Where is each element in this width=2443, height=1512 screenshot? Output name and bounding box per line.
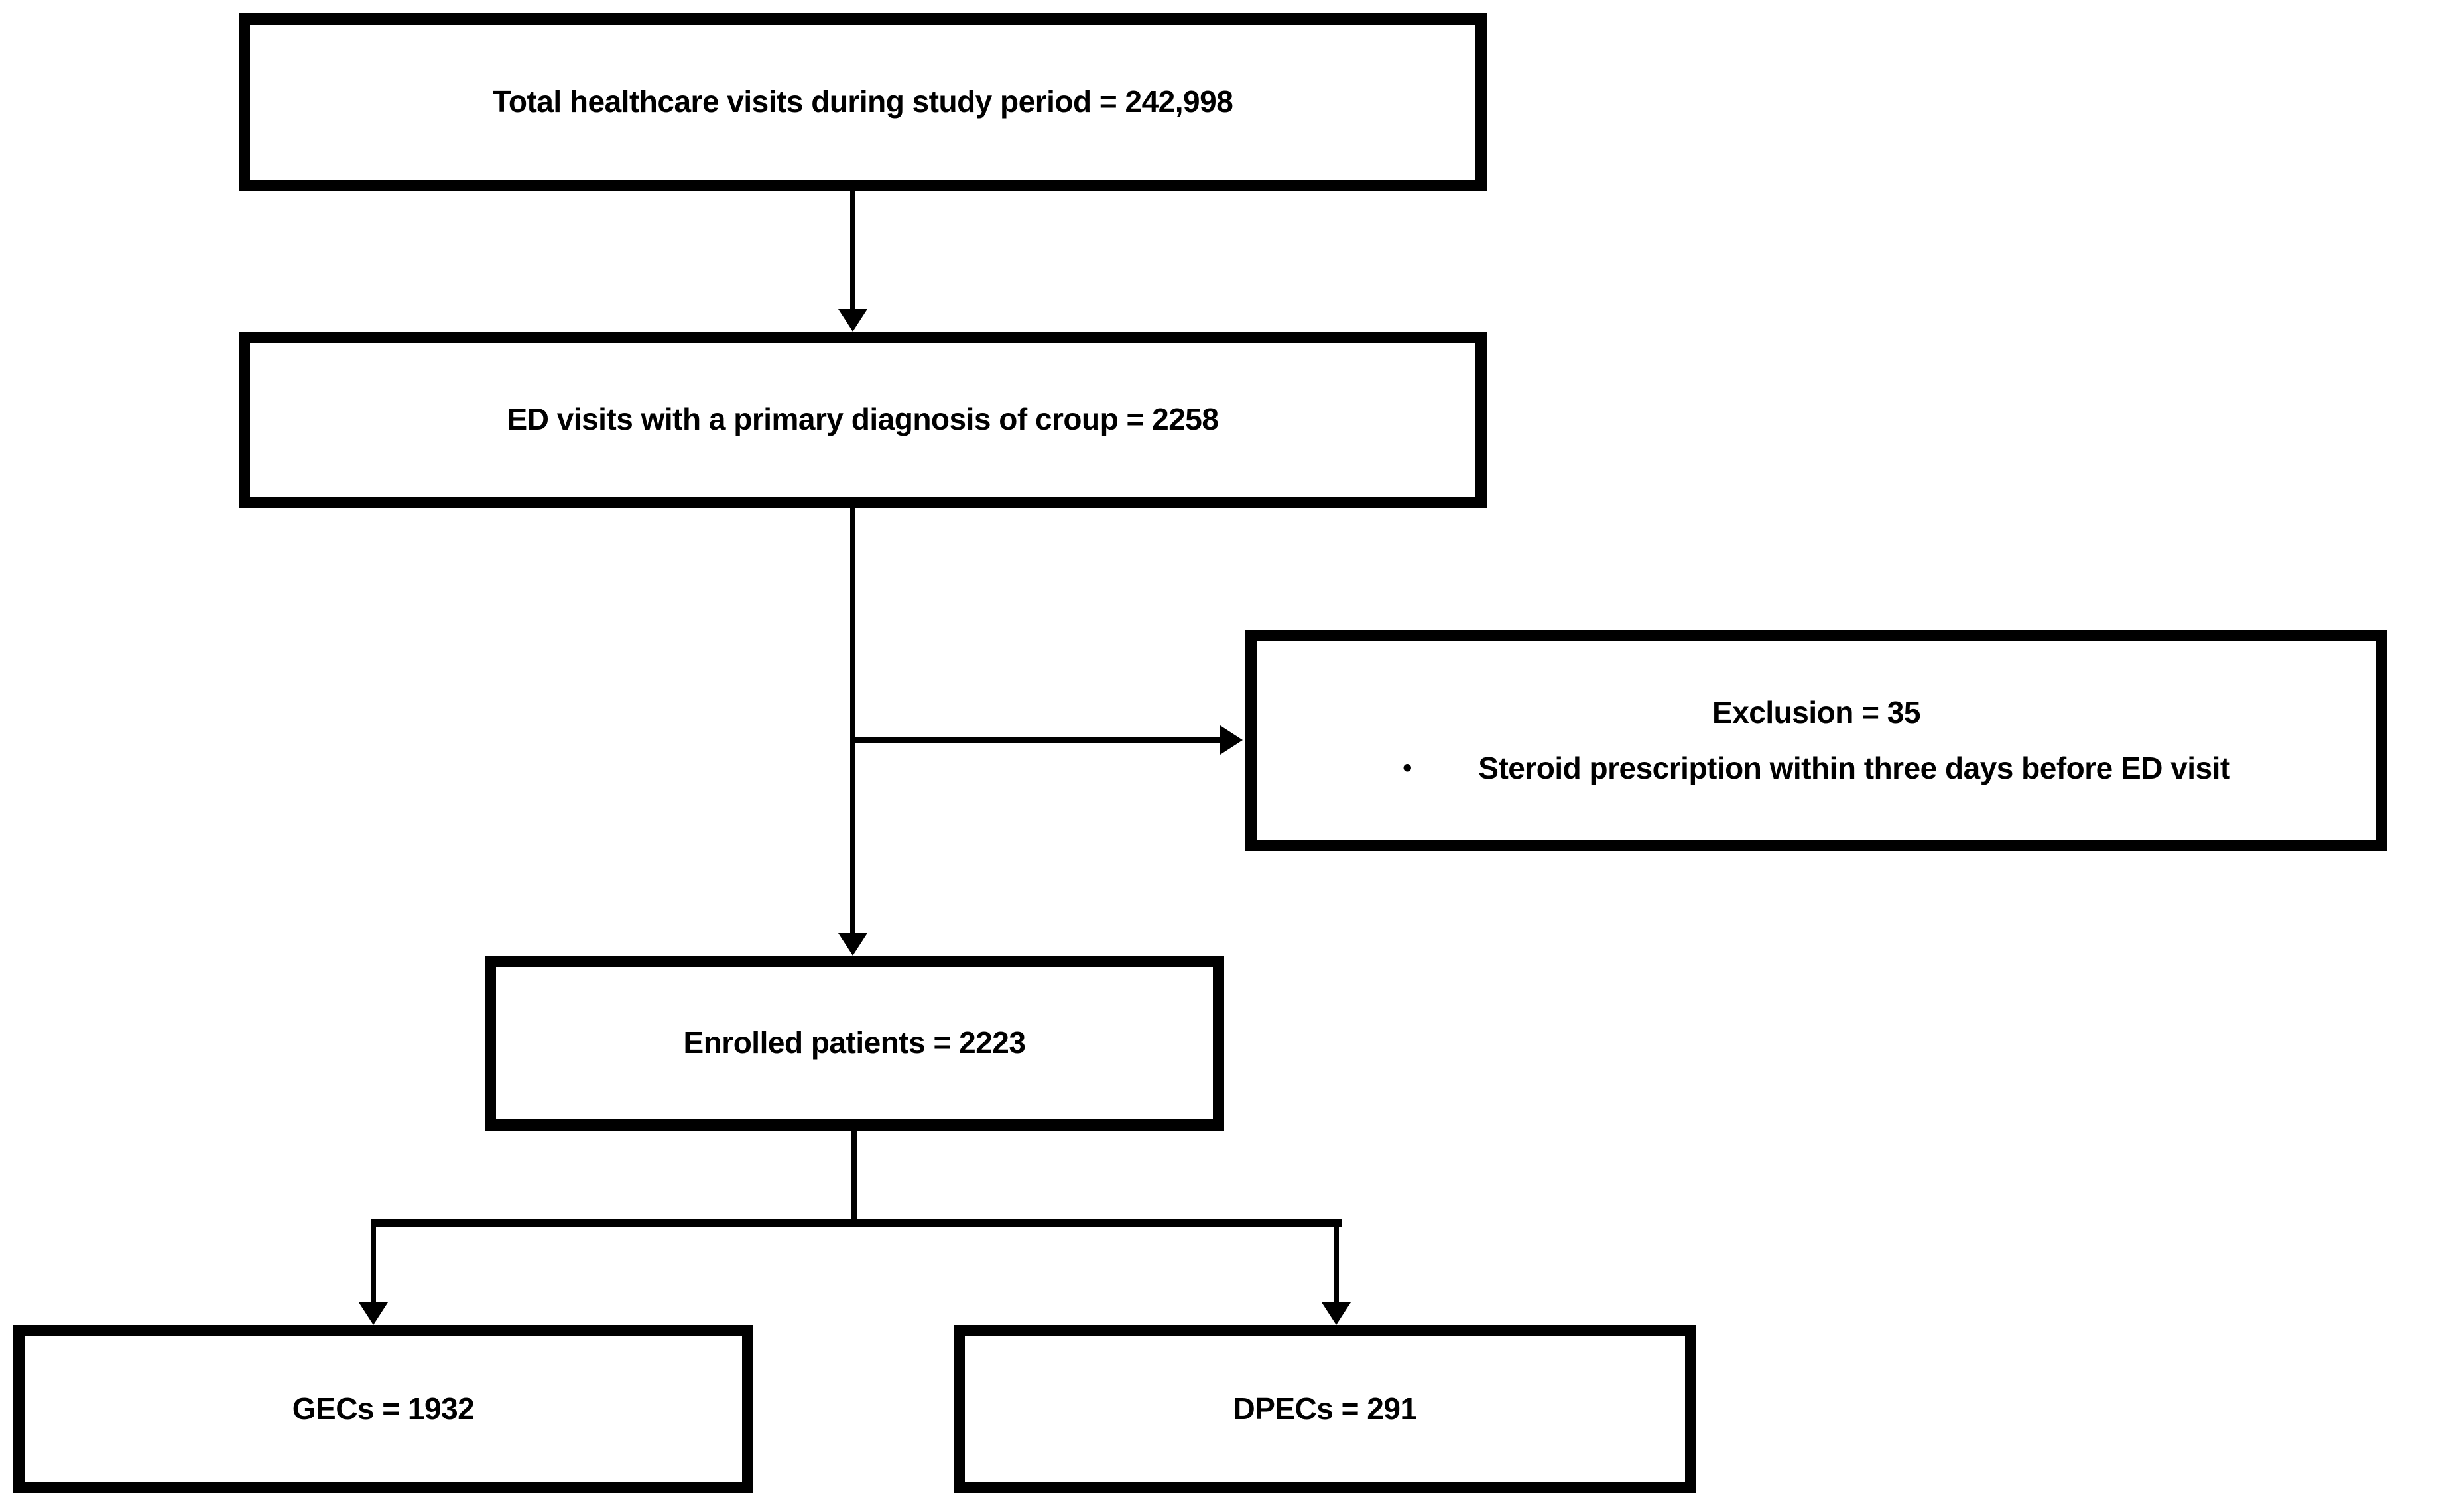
exclusion-title: Exclusion = 35	[1712, 695, 1920, 729]
box-ed-visits-label: ED visits with a primary diagnosis of cr…	[507, 402, 1219, 437]
exclusion-bullet-text: Steroid prescription within three days b…	[1478, 750, 2230, 785]
arrow-down-icon	[838, 309, 867, 332]
arrow-down-icon	[1322, 1302, 1351, 1325]
bullet-icon: •	[1403, 753, 1412, 783]
box-total-visits-label: Total healthcare visits during study per…	[492, 84, 1233, 119]
connector-ed-to-enrolled	[850, 508, 855, 934]
arrow-down-icon	[359, 1302, 388, 1325]
connector-split-bar	[371, 1219, 1342, 1227]
connector-enrolled-to-split	[851, 1131, 857, 1223]
box-gecs: GECs = 1932	[13, 1325, 753, 1493]
box-total-visits: Total healthcare visits during study per…	[239, 13, 1487, 191]
box-dpecs-label: DPECs = 291	[1233, 1391, 1417, 1426]
box-ed-visits: ED visits with a primary diagnosis of cr…	[239, 332, 1487, 508]
box-dpecs: DPECs = 291	[954, 1325, 1696, 1493]
connector-exclusion-branch	[850, 737, 1220, 743]
connector-split-to-dpecs	[1334, 1227, 1339, 1304]
box-enrolled-label: Enrolled patients = 2223	[683, 1025, 1026, 1060]
box-enrolled: Enrolled patients = 2223	[485, 956, 1224, 1131]
exclusion-bullet-row: • Steroid prescription within three days…	[1257, 749, 2376, 788]
connector-total-to-ed	[850, 191, 855, 310]
arrow-down-icon	[838, 933, 867, 956]
arrow-right-icon	[1220, 725, 1243, 755]
box-gecs-label: GECs = 1932	[292, 1391, 475, 1426]
connector-split-to-gecs	[371, 1227, 376, 1304]
box-exclusion: Exclusion = 35 • Steroid prescription wi…	[1245, 630, 2387, 851]
exclusion-content: Exclusion = 35 • Steroid prescription wi…	[1257, 694, 2376, 787]
